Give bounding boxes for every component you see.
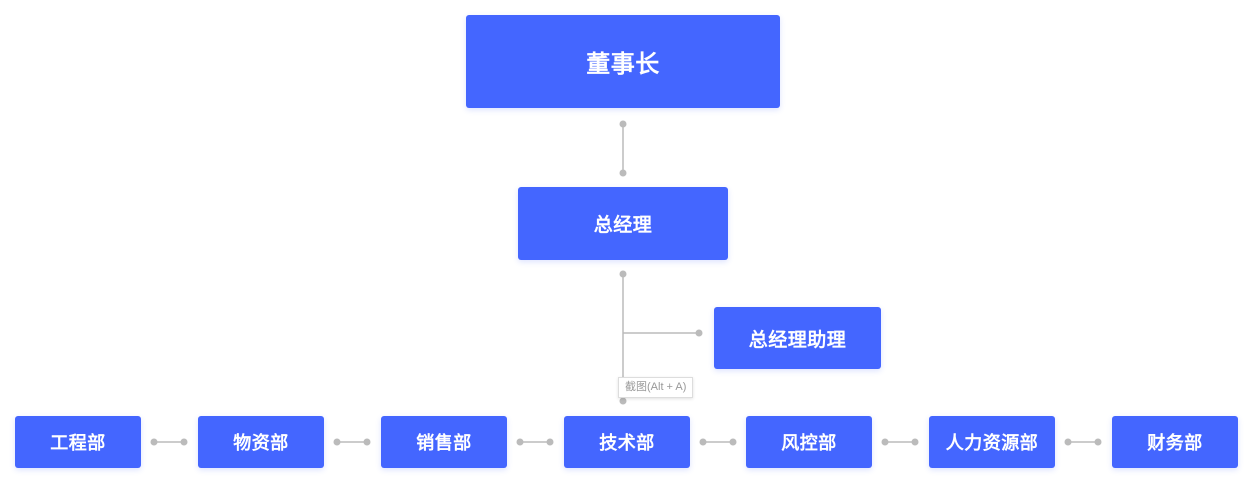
connector-dot: [619, 397, 627, 405]
connector-dot: [1094, 438, 1102, 446]
node-chairman-label: 董事长: [586, 50, 660, 78]
dept-label: 人力资源部: [945, 433, 1039, 454]
connector-dot: [180, 438, 188, 446]
node-general-manager-label: 总经理: [593, 214, 653, 236]
dept-label: 财务部: [1147, 433, 1203, 454]
dept-label: 风控部: [781, 433, 837, 454]
connector-dot: [619, 169, 627, 177]
connector-dot: [881, 438, 889, 446]
connector-dot: [516, 438, 524, 446]
node-gm-assistant[interactable]: 总经理助理: [714, 307, 881, 369]
node-dept-finance[interactable]: 财务部: [1112, 416, 1238, 468]
node-chairman[interactable]: 董事长: [466, 15, 780, 108]
connector-dot: [699, 438, 707, 446]
screenshot-tooltip: 截图(Alt + A): [618, 377, 694, 398]
connector-dot: [729, 438, 737, 446]
node-gm-assistant-label: 总经理助理: [748, 328, 847, 351]
node-dept-human-resources[interactable]: 人力资源部: [929, 416, 1055, 468]
node-dept-materials[interactable]: 物资部: [198, 416, 324, 468]
node-general-manager[interactable]: 总经理: [518, 187, 728, 260]
dept-label: 技术部: [599, 433, 655, 454]
dept-label: 销售部: [416, 433, 472, 454]
connector-dot: [695, 329, 703, 337]
dept-label: 物资部: [233, 433, 289, 454]
node-dept-sales[interactable]: 销售部: [381, 416, 507, 468]
connector-dot: [150, 438, 158, 446]
node-dept-risk-control[interactable]: 风控部: [746, 416, 872, 468]
node-dept-engineering[interactable]: 工程部: [15, 416, 141, 468]
dept-label: 工程部: [50, 433, 106, 454]
node-dept-technology[interactable]: 技术部: [564, 416, 690, 468]
connector-dot: [619, 270, 627, 278]
connector-dot: [363, 438, 371, 446]
connector-dot: [546, 438, 554, 446]
connector-dot: [333, 438, 341, 446]
connector-dot: [911, 438, 919, 446]
connector-dot: [1064, 438, 1072, 446]
connector-dot: [619, 120, 627, 128]
